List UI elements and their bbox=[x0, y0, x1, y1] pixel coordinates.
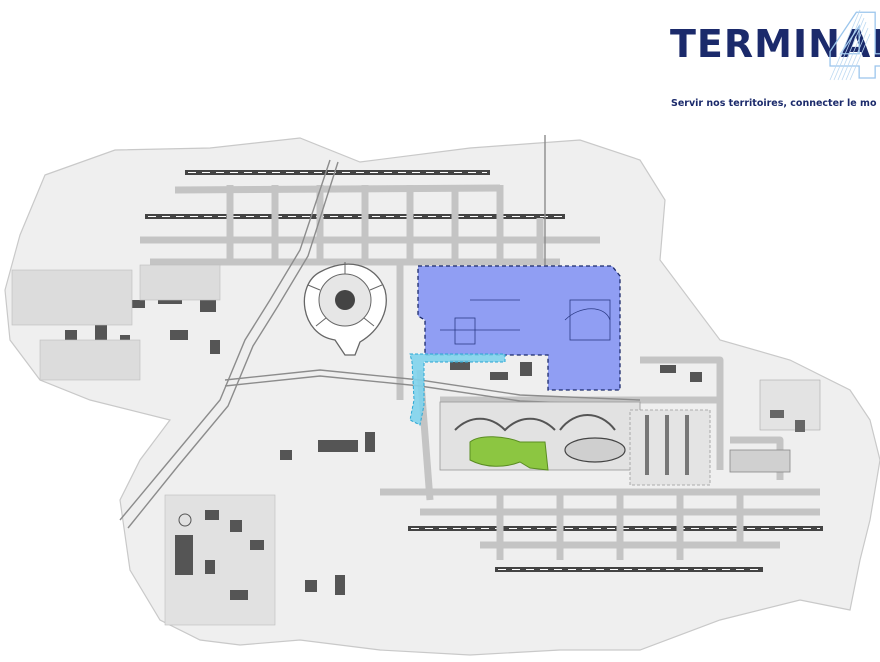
runway-north-2 bbox=[145, 214, 565, 219]
west-apron bbox=[11, 264, 221, 381]
southwest-buildings bbox=[164, 494, 345, 626]
terminal-4-outlines bbox=[440, 299, 611, 345]
runway-north-1 bbox=[185, 170, 490, 175]
central-buildings bbox=[280, 360, 702, 460]
connector-corridor bbox=[409, 353, 506, 426]
taxiways bbox=[140, 184, 820, 560]
airport-map bbox=[4, 135, 880, 656]
logo-4-icon: 4 bbox=[825, 0, 880, 92]
terminal-4-zone bbox=[417, 265, 621, 391]
runways bbox=[145, 170, 823, 572]
east-buildings bbox=[759, 379, 821, 432]
runway-south-1 bbox=[408, 526, 823, 531]
tagline: Servir nos territoires, connecter le mo bbox=[671, 98, 877, 109]
terminal-1 bbox=[303, 262, 387, 356]
green-extension bbox=[469, 436, 549, 471]
header: TERMINAL 4 Servir nos territoires, conne… bbox=[0, 0, 880, 120]
svg-text:4: 4 bbox=[826, 0, 880, 92]
